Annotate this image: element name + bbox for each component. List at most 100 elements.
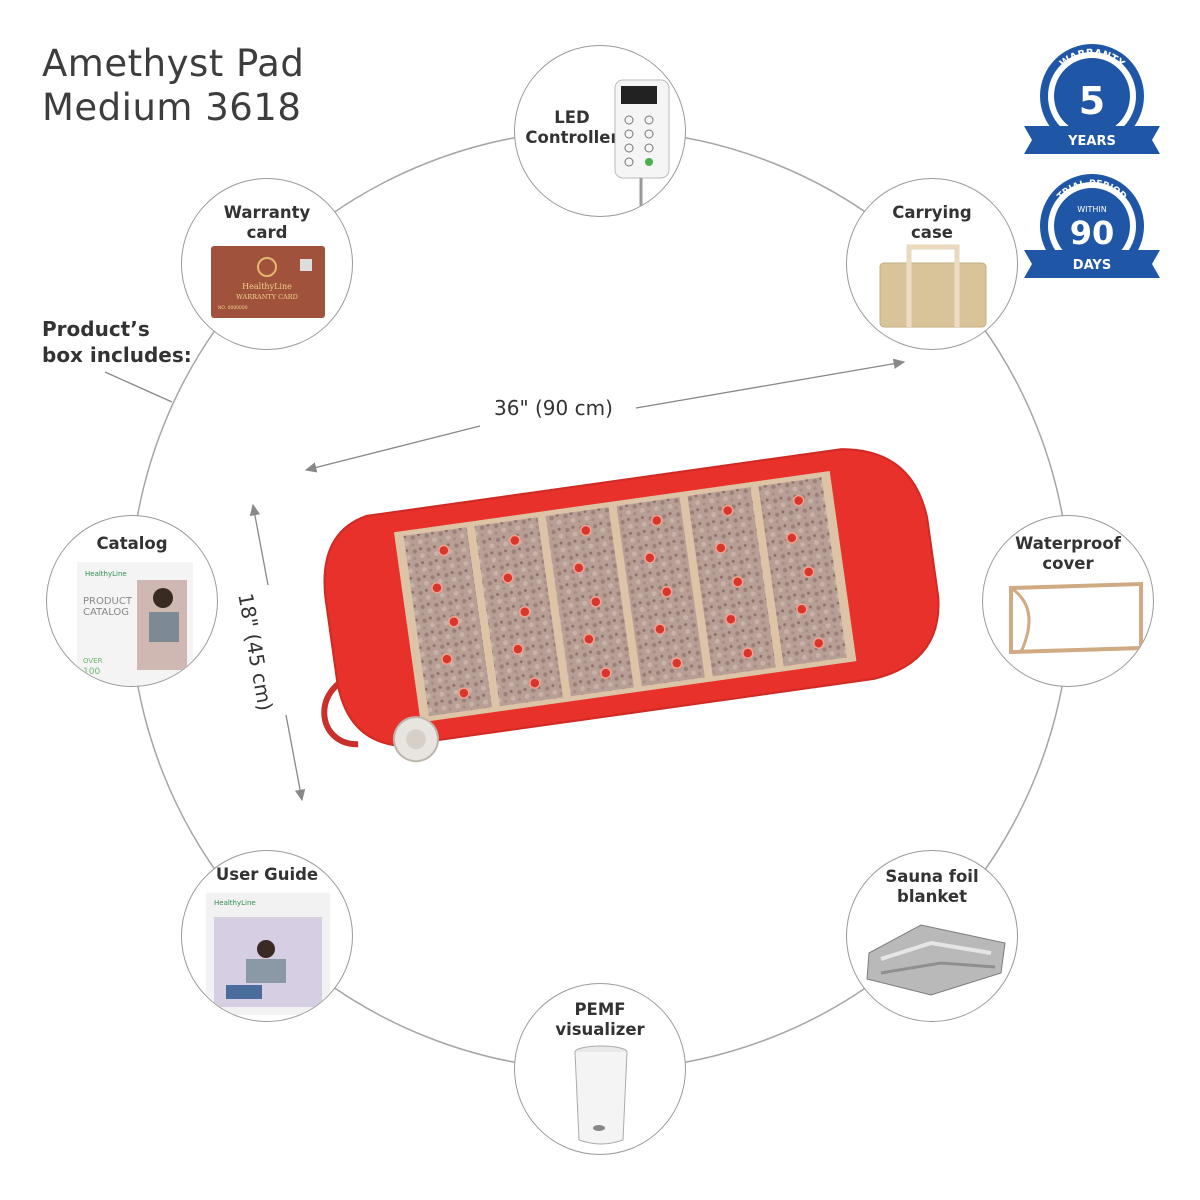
- amethyst-strip: [758, 477, 847, 667]
- warranty-badge-number: 5: [1079, 79, 1105, 123]
- led-light: [792, 494, 805, 507]
- trial-badge-within: WITHIN: [1077, 205, 1107, 214]
- waterproof-cover-label: Waterproof cover: [983, 534, 1153, 574]
- led-controller-item: LED Controller: [514, 45, 686, 217]
- carrying-case-label: Carrying case: [847, 203, 1017, 243]
- catalog-label-1: Catalog: [96, 534, 168, 553]
- led-controller-label-1: LED: [554, 108, 590, 127]
- led-light: [812, 637, 825, 649]
- warranty-card-item: Warranty card HealthyLine WARRANTY CARD …: [181, 178, 353, 350]
- led-light: [458, 687, 470, 699]
- page-title: Amethyst Pad Medium 3618: [42, 42, 304, 130]
- width-arrow-bottom: [285, 714, 306, 802]
- waterproof-cover-item: Waterproof cover: [982, 515, 1154, 687]
- sauna-blanket-icon: [866, 924, 1006, 996]
- pemf-visualizer-icon: [574, 1045, 628, 1145]
- led-light: [580, 524, 592, 537]
- led-light: [644, 552, 656, 564]
- amethyst-pad: [321, 448, 940, 763]
- led-light: [512, 643, 524, 655]
- led-light: [650, 514, 663, 527]
- guide-brand: HealthyLine: [214, 899, 256, 907]
- catalog-icon: HealthyLine PRODUCT CATALOG OVER 100: [77, 562, 193, 686]
- catalog-title-2: CATALOG: [83, 607, 129, 618]
- warranty-card-label: Warranty card: [182, 203, 352, 243]
- waterproof-cover-label-2: cover: [1042, 554, 1094, 573]
- led-light: [671, 657, 683, 669]
- pemf-visualizer-label-2: visualizer: [555, 1020, 645, 1039]
- sauna-blanket-label-2: blanket: [897, 887, 967, 906]
- led-controller-label-2: Controller: [525, 128, 619, 147]
- amethyst-strip: [474, 517, 563, 707]
- led-light: [573, 562, 585, 574]
- amethyst-strip: [687, 487, 776, 677]
- warranty-badge-unit: YEARS: [1067, 134, 1116, 149]
- amethyst-strip: [545, 507, 634, 697]
- led-light: [661, 586, 673, 598]
- catalog-title-1: PRODUCT: [83, 596, 133, 607]
- catalog-over: OVER: [83, 657, 103, 665]
- sauna-blanket-label: Sauna foil blanket: [847, 867, 1017, 907]
- catalog-brand: HealthyLine: [85, 570, 127, 578]
- led-light: [715, 542, 727, 554]
- card-serial: NO. 0000000: [218, 305, 248, 311]
- box-includes-label: Product’s box includes:: [42, 316, 192, 368]
- box-note-line-1: Product’s: [42, 317, 150, 341]
- waterproof-cover-icon: [1009, 581, 1143, 655]
- led-light: [786, 532, 798, 544]
- led-light: [448, 616, 460, 628]
- led-light: [725, 613, 737, 625]
- sauna-blanket-label-1: Sauna foil: [885, 867, 979, 886]
- carrying-case-icon: [879, 244, 987, 328]
- user-guide-label: User Guide: [182, 865, 352, 885]
- amethyst-strip: [403, 527, 492, 717]
- pemf-visualizer-label: PEMF visualizer: [515, 1000, 685, 1040]
- led-light: [590, 596, 602, 608]
- led-light: [721, 504, 734, 517]
- warranty-badge: WARRANTY 5 YEARS: [1024, 44, 1160, 154]
- length-arrow-right: [635, 358, 906, 409]
- led-light: [519, 606, 531, 618]
- led-light: [600, 667, 612, 679]
- box-note-line-2: box includes:: [42, 343, 192, 367]
- led-light: [441, 653, 453, 665]
- warranty-card-label-1: Warranty: [223, 203, 311, 222]
- led-light: [529, 677, 541, 689]
- title-line-1: Amethyst Pad: [42, 42, 305, 85]
- led-light: [741, 647, 754, 659]
- led-controller-label: LED Controller: [515, 108, 657, 148]
- carrying-case-label-2: case: [911, 223, 953, 242]
- amethyst-strip: [616, 497, 705, 687]
- led-light: [509, 534, 521, 547]
- card-brand: HealthyLine: [242, 282, 292, 291]
- user-guide-label-1: User Guide: [215, 865, 319, 884]
- title-line-2: Medium 3618: [42, 86, 302, 129]
- led-light: [583, 633, 595, 645]
- card-title: WARRANTY CARD: [236, 293, 298, 301]
- led-light: [431, 582, 443, 594]
- pemf-visualizer-label-1: PEMF: [574, 1000, 626, 1019]
- led-light: [731, 576, 744, 588]
- carrying-case-label-1: Carrying: [892, 203, 972, 222]
- trial-badge-unit: DAYS: [1073, 258, 1111, 273]
- box-note-pointer: [104, 371, 173, 403]
- length-arrow-left: [304, 425, 481, 473]
- warranty-card-label-2: card: [246, 223, 288, 242]
- pemf-visualizer-item: PEMF visualizer: [514, 983, 686, 1155]
- trial-badge-number: 90: [1070, 214, 1115, 252]
- led-light: [502, 572, 514, 584]
- led-light: [802, 566, 815, 578]
- user-guide-item: User Guide HealthyLine: [181, 850, 353, 1022]
- catalog-item: Catalog HealthyLine PRODUCT CATALOG OVER…: [46, 515, 218, 687]
- led-light: [796, 603, 808, 615]
- warranty-card-icon: HealthyLine WARRANTY CARD NO. 0000000: [211, 246, 325, 318]
- catalog-label: Catalog: [47, 534, 217, 554]
- user-guide-icon: HealthyLine: [206, 893, 330, 1015]
- catalog-count: 100: [83, 667, 100, 677]
- led-controller-icon: [614, 79, 670, 216]
- carrying-case-item: Carrying case: [846, 178, 1018, 350]
- trial-period-badge: TRIAL PERIOD WITHIN 90 DAYS: [1024, 174, 1160, 278]
- led-light: [438, 544, 450, 557]
- sauna-blanket-item: Sauna foil blanket: [846, 850, 1018, 1022]
